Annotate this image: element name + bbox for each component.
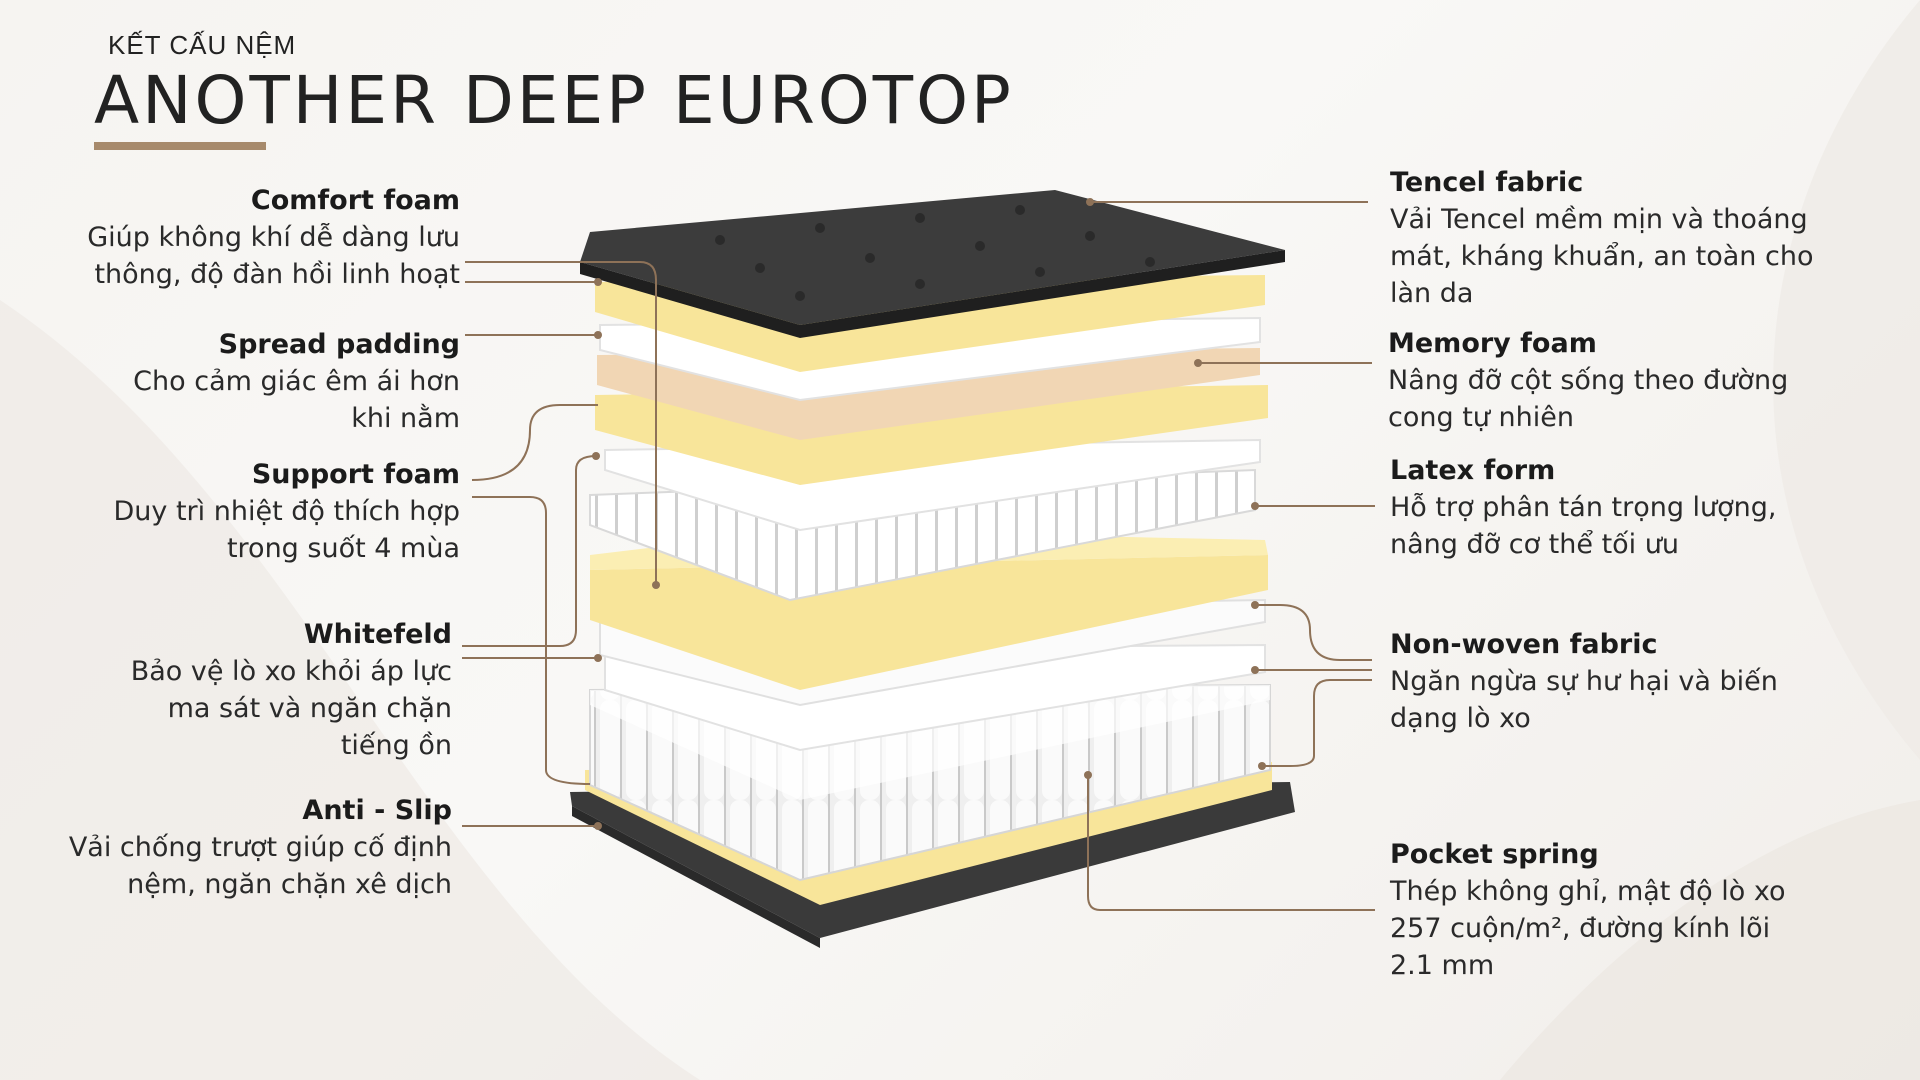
label-desc: thông, độ đàn hồi linh hoạt [94, 259, 460, 290]
label-desc: cong tự nhiên [1388, 402, 1574, 433]
label-memory-foam: Memory foam Nâng đỡ cột sống theo đường … [1388, 325, 1858, 436]
label-desc: Duy trì nhiệt độ thích hợp [113, 496, 461, 527]
label-name: Anti - Slip [302, 795, 452, 826]
leader-support-foam-2 [472, 496, 591, 785]
label-desc: Vải Tencel mềm mịn và thoáng [1390, 204, 1808, 235]
label-desc: 257 cuộn/m², đường kính lõi [1390, 913, 1771, 944]
leader-support-foam [471, 404, 598, 481]
label-desc: Cho cảm giác êm ái hơn [133, 366, 460, 397]
title-underline [94, 142, 266, 150]
label-desc: 2.1 mm [1390, 950, 1495, 981]
leader-pocket-spring [1262, 679, 1372, 767]
leader-comfort-foam [465, 261, 657, 585]
label-pocket-spring: Pocket spring Thép không ghỉ, mật độ lò … [1390, 836, 1810, 984]
label-whitefeld: Whitefeld Bảo vệ lò xo khỏi áp lực ma sá… [12, 616, 452, 764]
label-name: Pocket spring [1390, 839, 1599, 870]
label-anti-slip: Anti - Slip Vải chống trượt giúp cố định… [12, 792, 452, 903]
label-tencel-fabric: Tencel fabric Vải Tencel mềm mịn và thoá… [1390, 164, 1860, 312]
label-desc: làn da [1390, 278, 1474, 309]
label-name: Whitefeld [303, 619, 452, 650]
leader-whitefeld [462, 455, 597, 647]
label-desc: tiếng ồn [340, 730, 452, 761]
label-desc: Bảo vệ lò xo khỏi áp lực [130, 656, 452, 687]
label-name: Comfort foam [250, 185, 460, 216]
label-desc: nệm, ngăn chặn xê dịch [127, 869, 452, 900]
label-desc: Vải chống trượt giúp cố định [68, 832, 452, 863]
label-desc: Giúp không khí dễ dàng lưu [87, 222, 460, 253]
label-name: Memory foam [1388, 328, 1597, 359]
label-desc: dạng lò xo [1390, 703, 1531, 734]
label-name: Support foam [251, 459, 460, 490]
label-comfort-foam: Comfort foam Giúp không khí dễ dàng lưu … [20, 182, 460, 293]
label-desc: khi nằm [351, 403, 460, 434]
label-name: Non-woven fabric [1390, 629, 1658, 660]
label-name: Tencel fabric [1390, 167, 1584, 198]
label-desc: Nâng đỡ cột sống theo đường [1388, 365, 1789, 396]
label-non-woven-fabric: Non-woven fabric Ngăn ngừa sự hư hại và … [1390, 626, 1860, 737]
label-desc: nâng đỡ cơ thể tối ưu [1390, 529, 1679, 560]
tencel-top-layer [580, 190, 1285, 325]
label-desc: Ngăn ngừa sự hư hại và biến [1390, 666, 1778, 697]
label-latex-form: Latex form Hỗ trợ phân tán trọng lượng, … [1390, 452, 1860, 563]
label-name: Latex form [1390, 455, 1556, 486]
label-desc: Thép không ghỉ, mật độ lò xo [1390, 876, 1786, 907]
label-desc: ma sát và ngăn chặn [167, 693, 452, 724]
label-support-foam: Support foam Duy trì nhiệt độ thích hợp … [20, 456, 461, 567]
label-spread-padding: Spread padding Cho cảm giác êm ái hơn kh… [20, 326, 460, 437]
label-desc: mát, kháng khuẩn, an toàn cho [1390, 241, 1814, 272]
page-title: ANOTHER DEEP EUROTOP [94, 62, 1014, 139]
leader-pocket-spring-2 [1087, 775, 1375, 911]
label-desc: Hỗ trợ phân tán trọng lượng, [1390, 492, 1777, 523]
leader-non-woven [1255, 604, 1372, 661]
section-eyebrow: KẾT CẤU NỆM [108, 30, 297, 60]
label-name: Spread padding [218, 329, 460, 360]
label-desc: trong suốt 4 mùa [226, 533, 460, 564]
